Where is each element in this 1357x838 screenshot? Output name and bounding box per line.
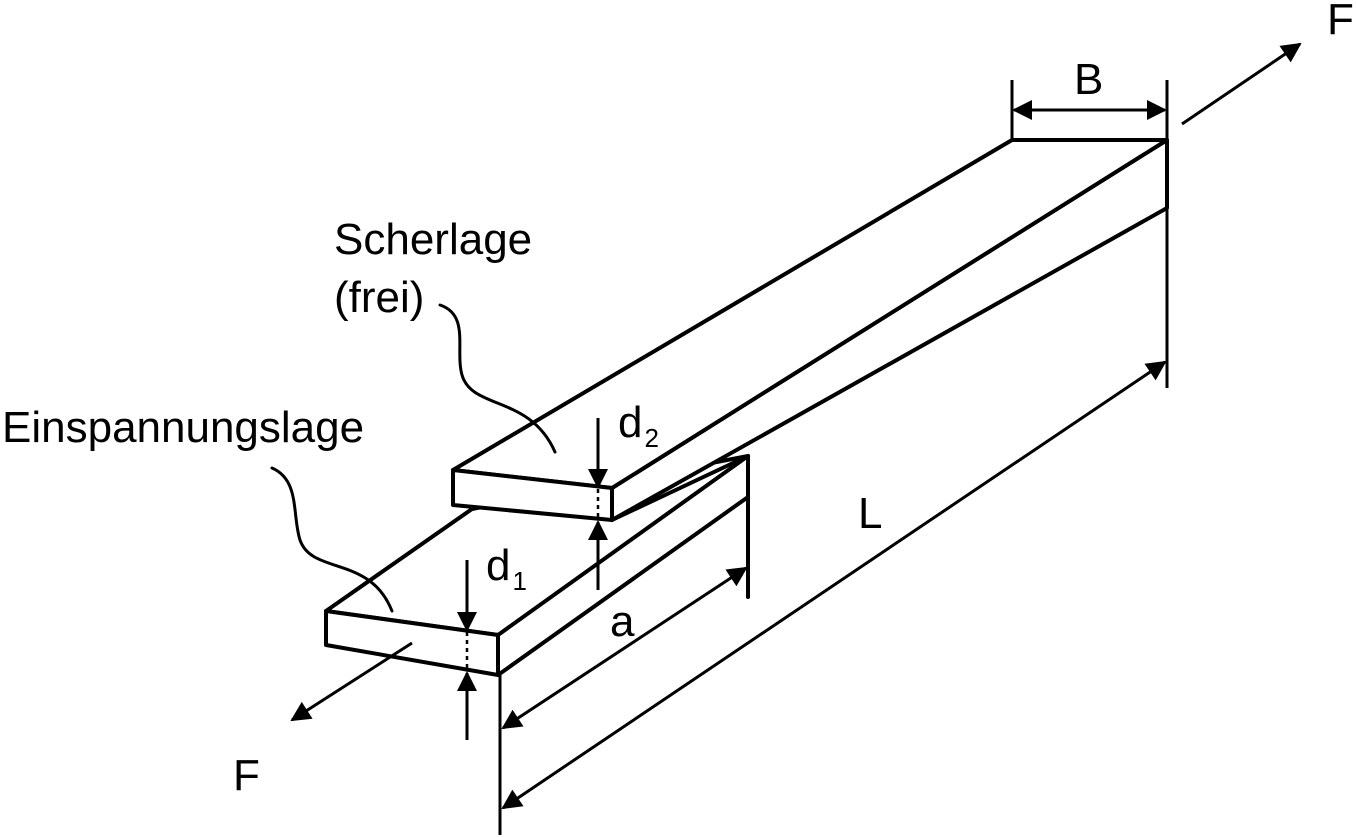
d2-label-main: d	[618, 398, 642, 447]
length-label: L	[858, 489, 882, 538]
d1-label: d1	[486, 541, 527, 596]
force-arrow-top	[1181, 42, 1302, 126]
force-label-bottom: F	[233, 751, 260, 800]
d1-label-subscript: 1	[512, 566, 526, 596]
leader-clamp-layer	[270, 466, 394, 613]
clamp-layer-label: Einspannungslage	[2, 403, 364, 452]
width-label: B	[1074, 55, 1103, 104]
force-arrow-bottom	[290, 641, 413, 722]
overlap-label: a	[610, 597, 635, 646]
d1-label-main: d	[486, 541, 510, 590]
d2-label: d2	[618, 398, 659, 453]
shear-layer-label-line2: (frei)	[334, 273, 424, 322]
d2-label-subscript: 2	[644, 423, 658, 453]
force-label-top: F	[1327, 0, 1354, 44]
shear-layer-label-line1: Scherlage	[334, 215, 532, 264]
leader-shear-layer	[438, 303, 557, 454]
upper-adherend-top-face	[451, 138, 1169, 490]
dimension-line-L	[501, 360, 1167, 810]
dimension-line-a	[501, 566, 748, 730]
